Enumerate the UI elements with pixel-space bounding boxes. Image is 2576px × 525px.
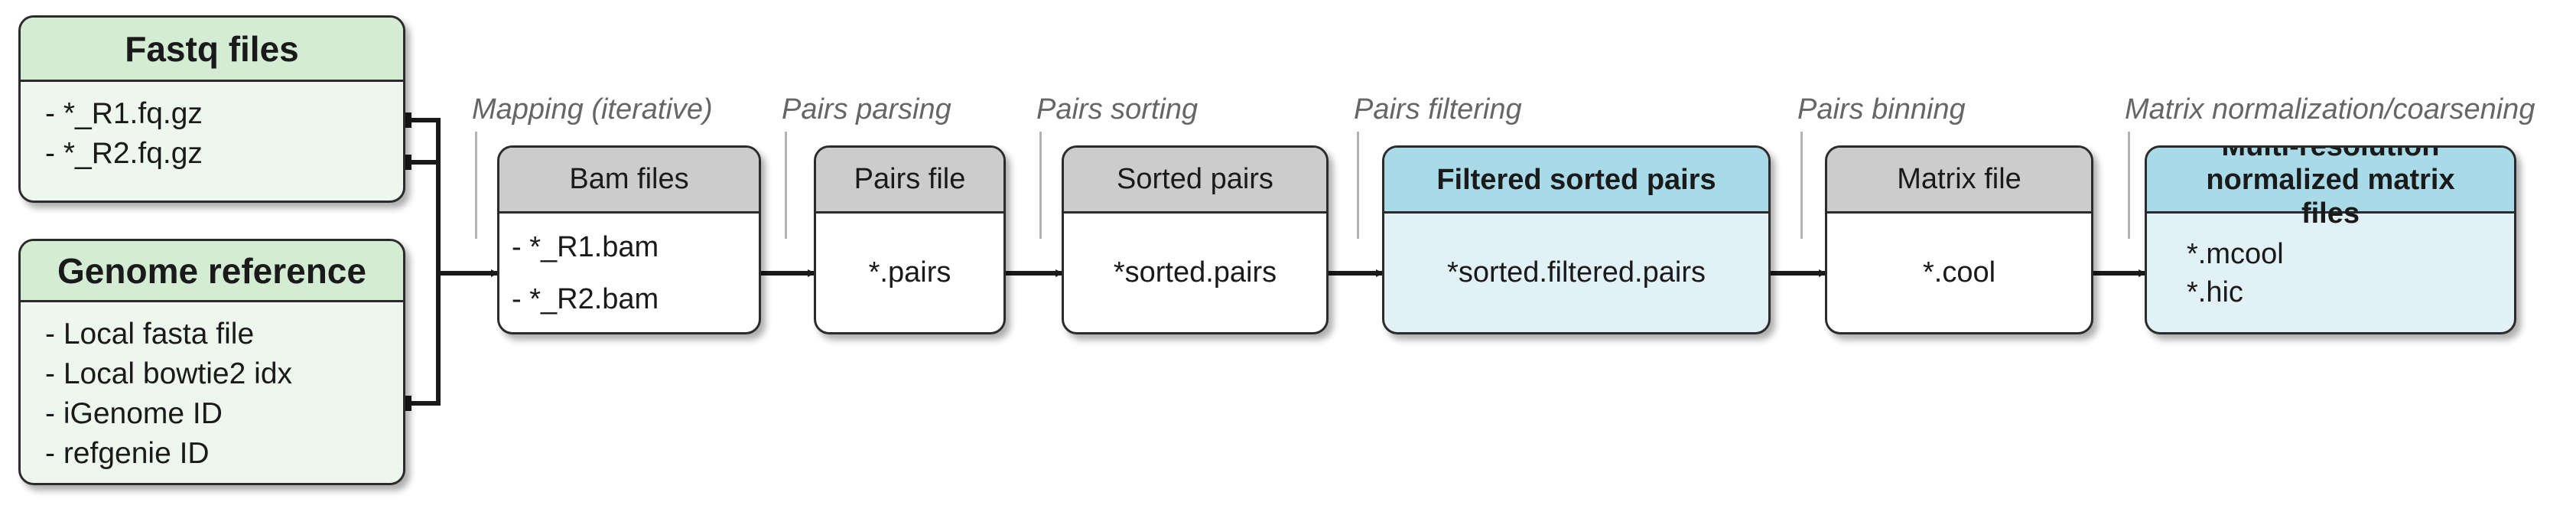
multi-resolution-matrix-title: Multi-resolution normalized matrix files [2147,148,2514,230]
genome-reference-title: Genome reference [21,241,403,302]
sorted-pairs-title: Sorted pairs [1064,148,1326,214]
list-item: *sorted.pairs [1113,256,1277,289]
bam-files-list: - *_R1.bam - *_R2.bam [499,214,759,332]
matrix-file-title: Matrix file [1827,148,2091,214]
step-label-pairs-sorting: Pairs sorting [1036,93,1199,126]
list-item: - *_R1.bam [512,230,659,263]
step-label-pairs-binning: Pairs binning [1797,93,1966,126]
list-item: *.cool [1922,256,1996,289]
pairs-file-list: *.pairs [816,214,1003,332]
step-label-pairs-filtering: Pairs filtering [1354,93,1522,126]
sorted-pairs-box: Sorted pairs *sorted.pairs [1062,145,1329,334]
list-item: *.pairs [868,256,951,289]
list-item: - *_R2.bam [512,282,659,315]
pairs-file-box: Pairs file *.pairs [814,145,1006,334]
list-item: *sorted.filtered.pairs [1447,256,1706,289]
bracket-fastq-r1 [404,118,441,165]
fastq-files-title: Fastq files [21,18,403,82]
list-item: *.mcool [2187,237,2284,270]
step-tick [1039,132,1042,239]
step-tick [1357,132,1359,239]
bam-files-box: Bam files - *_R1.bam - *_R2.bam [497,145,761,334]
step-label-matrix-normalization: Matrix normalization/coarsening [2125,93,2535,126]
list-item: *.hic [2187,276,2243,308]
filtered-sorted-pairs-list: *sorted.filtered.pairs [1384,214,1768,332]
filtered-sorted-pairs-title: Filtered sorted pairs [1384,148,1768,214]
list-item: - iGenome ID [45,397,223,430]
sorted-pairs-list: *sorted.pairs [1064,214,1326,332]
list-item: - Local bowtie2 idx [45,357,293,390]
list-item: - *_R1.fq.gz [45,97,203,130]
fastq-files-list: - *_R1.fq.gz - *_R2.fq.gz [21,82,403,174]
matrix-file-box: Matrix file *.cool [1825,145,2093,334]
input-bracket [404,118,470,406]
bam-files-title: Bam files [499,148,759,214]
list-item: - *_R2.fq.gz [45,137,203,170]
fastq-files-box: Fastq files - *_R1.fq.gz - *_R2.fq.gz [18,15,405,203]
step-label-mapping: Mapping (iterative) [472,93,713,126]
multi-resolution-matrix-box: Multi-resolution normalized matrix files… [2145,145,2516,334]
genome-reference-box: Genome reference - Local fasta file - Lo… [18,239,405,485]
matrix-file-list: *.cool [1827,214,2091,332]
step-tick [475,132,477,239]
step-tick [1800,132,1803,239]
pairs-file-title: Pairs file [816,148,1003,214]
filtered-sorted-pairs-box: Filtered sorted pairs *sorted.filtered.p… [1382,145,1771,334]
step-label-pairs-parsing: Pairs parsing [782,93,951,126]
list-item: - refgenie ID [45,437,210,470]
list-item: - Local fasta file [45,318,255,351]
bracket-vertical [404,162,441,406]
step-tick [785,132,787,239]
genome-reference-list: - Local fasta file - Local bowtie2 idx -… [21,302,403,474]
multi-resolution-matrix-list: *.mcool *.hic [2147,214,2514,332]
step-tick [2128,132,2130,239]
